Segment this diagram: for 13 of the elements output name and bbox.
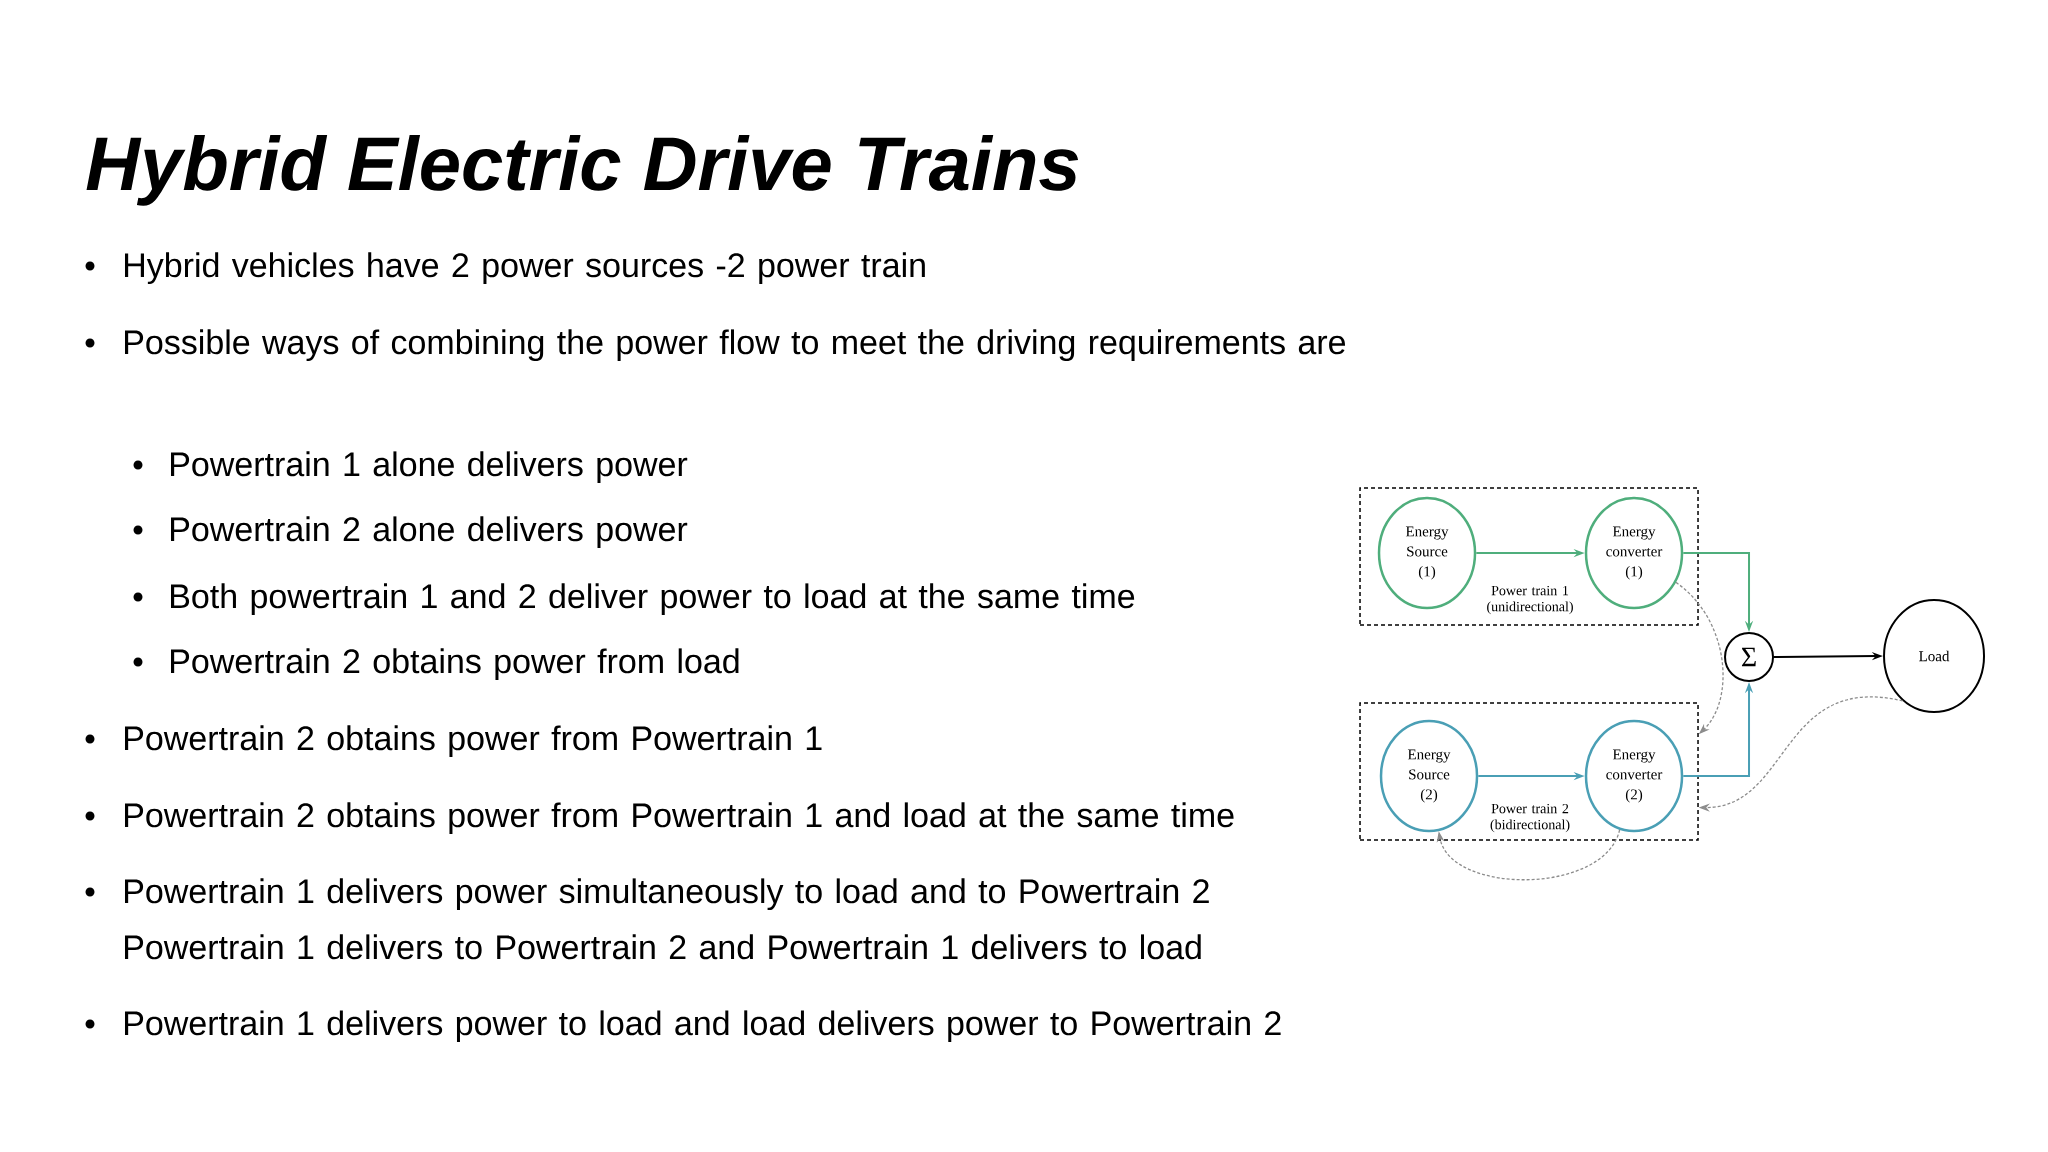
bullet-text: Powertrain 1 delivers to Powertrain 2 and Powertrain 1 delivers to load [125, 934, 1201, 960]
bullet-text: Powertrain 1 delivers power simultaneously to load and to Powertrain 2 [125, 878, 1209, 911]
bullet-text: Powertrain 2 alone delivers power [171, 516, 688, 549]
bullet-text: Powertrain 1 delivers power to load and load delivers power to Powertrain 2 [125, 1010, 1281, 1043]
bullet-text: Powertrain 2 obtains power from Powertrain 1 and load at the same time [125, 802, 1234, 835]
bullet-text: Powertrain 2 obtains power from Powertrain 1 [125, 725, 822, 758]
slide-title: Hybrid Electric Drive Trains [86, 134, 1079, 206]
bullet-text: Both powertrain 1 and 2 deliver power to load at the same time [171, 583, 1135, 616]
bullet-text: Powertrain 1 alone delivers power [171, 451, 688, 484]
arrow [1436, 829, 1621, 881]
bullet-text: Possible ways of combining the power flow to meet the driving requirements are [125, 329, 1346, 362]
bullet-text: Hybrid vehicles have 2 power sources -2 power train [125, 252, 925, 285]
bullet-text: Powertrain 2 obtains power from load [171, 648, 739, 681]
